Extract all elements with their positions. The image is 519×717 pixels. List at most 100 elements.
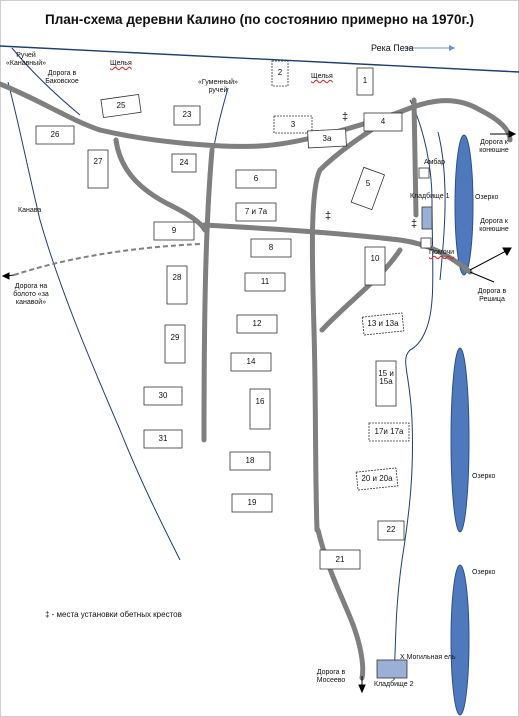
house-15-shape <box>375 360 397 407</box>
house-8: 8 <box>268 243 274 252</box>
house-27: 27 <box>93 157 103 166</box>
house-4: 4 <box>380 117 386 126</box>
kanava-line <box>7 81 181 561</box>
lake-1-label: Озерко <box>475 194 499 201</box>
house-1: 1 <box>362 76 368 85</box>
house-20: 20 и 20а <box>361 474 393 483</box>
west-road <box>113 137 208 233</box>
shelya-1-label: Щелья <box>110 60 132 67</box>
house-3a-shape <box>307 128 347 149</box>
arrow-reshitsa <box>469 271 495 283</box>
road-konyushne-1-label: Дорога к конюшне <box>479 139 509 154</box>
house-22-shape <box>377 520 405 541</box>
house-3: 3 <box>290 120 296 129</box>
house-30-shape <box>143 386 183 406</box>
house-5: 5 <box>365 179 371 188</box>
house-15: 15 и 15а <box>378 369 394 386</box>
lake-2-label: Озерко <box>472 473 496 480</box>
house-24: 24 <box>179 158 189 167</box>
stream-kanavny-label: Ручей «Канавный» <box>5 52 47 67</box>
house-16-shape <box>249 388 271 430</box>
lake-1 <box>454 134 474 276</box>
house-16: 16 <box>255 397 265 406</box>
road-moseevo-label: Дорога в Мосеево <box>316 669 346 684</box>
central-road <box>201 147 215 443</box>
river-label: Река Пеза <box>371 43 414 53</box>
diag-road <box>319 247 403 333</box>
ambar-shape <box>418 167 430 179</box>
house-7-shape <box>235 202 277 222</box>
cemetery-2-label: Кладбище 2 <box>374 681 414 688</box>
direction-arrows <box>1 130 517 694</box>
east-road <box>309 109 403 533</box>
legend: ‡ - места установки обетных крестов <box>45 610 182 619</box>
house-1-shape <box>356 67 374 96</box>
house-18: 18 <box>245 456 255 465</box>
house-22: 22 <box>386 525 396 534</box>
lake-2 <box>450 347 470 533</box>
house-21: 21 <box>335 555 345 564</box>
kanava-label: Канава <box>18 207 42 214</box>
house-24-shape <box>171 153 197 173</box>
house-17: 17и 17а <box>374 427 404 436</box>
cross-2-icon: ‡ <box>325 210 332 222</box>
house-12: 12 <box>252 319 262 328</box>
gumenny-stream <box>211 87 229 161</box>
house-13-shape <box>361 312 405 336</box>
road-bakovskoe-label: Дорога в Баковское <box>45 70 79 85</box>
house-4-shape <box>363 112 403 132</box>
road-to-cemetery <box>411 97 419 218</box>
east-stream-2 <box>437 131 446 281</box>
house-10-shape <box>364 246 386 286</box>
house-19-shape <box>231 493 273 513</box>
house-11-shape <box>244 272 286 292</box>
house-7: 7 и 7а <box>244 207 268 216</box>
cemetery-2-shape <box>376 659 408 679</box>
main-road <box>0 81 513 149</box>
house-31-shape <box>143 429 183 449</box>
house-9: 9 <box>171 226 177 235</box>
grave-label: Х Могильная ель <box>400 654 456 661</box>
house-25: 25 <box>116 101 126 110</box>
house-2-shape <box>271 60 289 87</box>
house-29: 29 <box>170 333 180 342</box>
house-3-shape <box>273 115 313 134</box>
lake-3 <box>450 564 470 716</box>
house-26-shape <box>35 125 75 145</box>
cemetery-1-label: Кладбище 1 <box>410 193 450 200</box>
shelya-2-label: Щелья <box>311 73 333 80</box>
house-6-shape <box>235 169 277 189</box>
river-line <box>0 45 519 73</box>
house-2: 2 <box>277 68 283 77</box>
pomochi-shape <box>420 237 432 249</box>
house-18-shape <box>229 451 271 471</box>
house-10: 10 <box>370 254 380 263</box>
east-stream <box>393 99 434 681</box>
lake-3-label: Озерко <box>472 569 496 576</box>
arrow-head-moseevo <box>358 684 366 694</box>
house-23-shape <box>173 105 201 126</box>
cross-1-icon: ‡ <box>342 111 349 123</box>
house-17-shape <box>368 422 410 442</box>
house-21-shape <box>319 549 361 570</box>
house-26: 26 <box>50 130 60 139</box>
house-29-shape <box>164 324 186 364</box>
house-25-shape <box>100 93 142 119</box>
cemetery-1-shape <box>421 206 433 230</box>
arrow-konyushne-2 <box>469 249 509 271</box>
house-14: 14 <box>246 357 256 366</box>
roads <box>0 81 513 681</box>
house-8-shape <box>250 238 292 258</box>
house-6: 6 <box>253 174 259 183</box>
house-9-shape <box>153 221 195 241</box>
ambar-label: Амбар <box>424 159 446 166</box>
house-28: 28 <box>172 273 182 282</box>
house-11: 11 <box>260 277 270 286</box>
kanavny-stream <box>11 47 81 116</box>
house-27-shape <box>87 149 109 189</box>
pomochi-label: Помочи <box>429 249 455 256</box>
arrow-head-konyushne-1 <box>508 130 517 138</box>
house-31: 31 <box>158 434 168 443</box>
